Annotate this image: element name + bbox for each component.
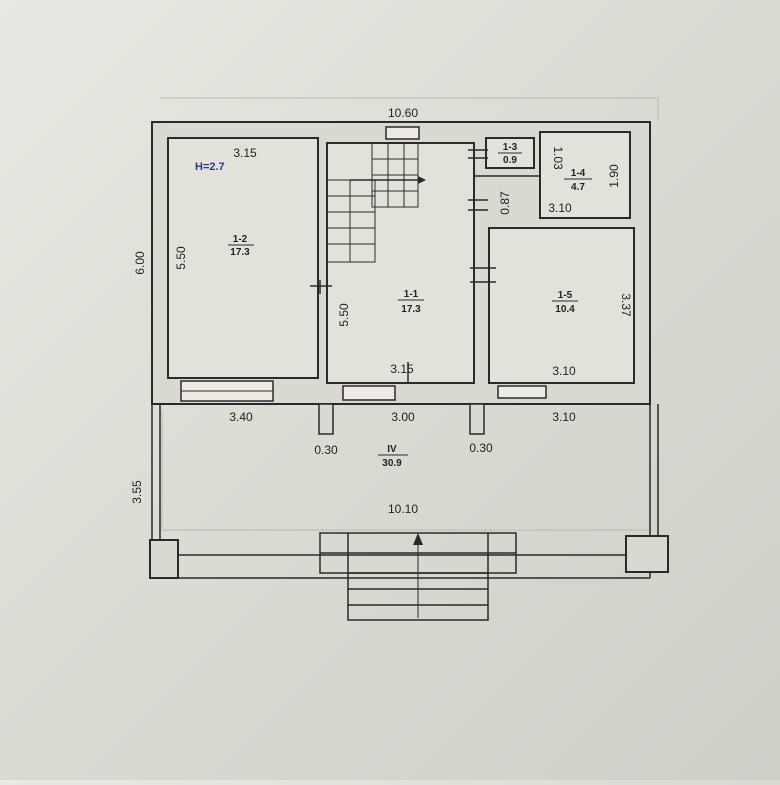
- room-1-1-area: [326, 142, 475, 384]
- door-marks: [310, 149, 496, 384]
- room-area: 10.4: [555, 304, 575, 315]
- dim-room-1-4-height: 1.90: [607, 164, 621, 188]
- dimension-labels: 10.60 6.00 3.15 5.50 5.50 3.15 1.03 0.87…: [130, 106, 633, 516]
- dim-room-1-2-width: 3.15: [233, 146, 257, 160]
- dim-room-1-3-side: 1.03: [551, 146, 565, 170]
- dim-room-1-5-width: 3.10: [552, 364, 576, 378]
- room-id: 1-5: [558, 290, 573, 301]
- room-area: 17.3: [230, 247, 250, 258]
- room-1-2-area: [167, 137, 319, 379]
- dim-bottom-mid: 3.00: [391, 410, 415, 424]
- sheet-guides: [160, 97, 659, 531]
- windows: [180, 126, 547, 402]
- dim-bottom-right: 3.10: [552, 410, 576, 424]
- terrace-column-corner-left: [149, 539, 179, 579]
- room-1-5-area: [488, 227, 635, 384]
- terrace-column-corner-right: [625, 535, 669, 573]
- room-id: 1-1: [404, 289, 419, 300]
- terrace-column-right: [469, 403, 485, 435]
- room-label-1-2: 1-2 17.3: [228, 234, 254, 258]
- dim-column-right: 0.30: [469, 441, 493, 455]
- dim-room-1-3-lower: 0.87: [498, 191, 512, 215]
- window-top: [385, 126, 420, 140]
- dim-terrace-width: 10.10: [388, 502, 418, 516]
- room-label-1-4: 1-4 4.7: [564, 168, 592, 193]
- dim-top-width: 10.60: [388, 106, 418, 120]
- entrance-steps: [319, 532, 517, 621]
- room-label-1-1: 1-1 17.3: [398, 289, 424, 315]
- terrace: [149, 403, 669, 579]
- dim-room-1-1-width: 3.15: [390, 362, 414, 376]
- dim-room-1-4-width: 3.10: [548, 201, 572, 215]
- dim-left-height: 6.00: [133, 251, 147, 275]
- room-area: 4.7: [571, 182, 585, 193]
- dim-room-1-5-height: 3.37: [619, 293, 633, 317]
- terrace-column-left: [318, 403, 334, 435]
- ceiling-height-mark: H=2.7: [195, 161, 225, 173]
- dim-room-1-2-height: 5.50: [174, 246, 188, 270]
- window-room-1-1: [342, 385, 396, 401]
- room-label-IV: IV 30.9: [378, 444, 408, 469]
- staircase: [326, 142, 426, 263]
- dim-terrace-depth: 3.55: [130, 480, 144, 504]
- dim-room-1-1-height: 5.50: [337, 303, 351, 327]
- dim-column-left: 0.30: [314, 443, 338, 457]
- stair-arrow-head: [418, 176, 426, 184]
- room-area: 0.9: [503, 155, 517, 166]
- dim-bottom-left: 3.40: [229, 410, 253, 424]
- room-1-4-area: [539, 131, 631, 219]
- steps-arrow-head: [413, 533, 423, 545]
- room-area: 30.9: [382, 458, 402, 469]
- room-id: IV: [387, 444, 397, 455]
- room-label-1-5: 1-5 10.4: [552, 290, 578, 315]
- room-id: 1-3: [503, 142, 518, 153]
- window-room-1-5: [497, 385, 547, 399]
- room-label-1-3: 1-3 0.9: [498, 142, 522, 166]
- room-area: 17.3: [401, 304, 421, 315]
- room-id: 1-2: [233, 234, 248, 245]
- room-id: 1-4: [571, 168, 586, 179]
